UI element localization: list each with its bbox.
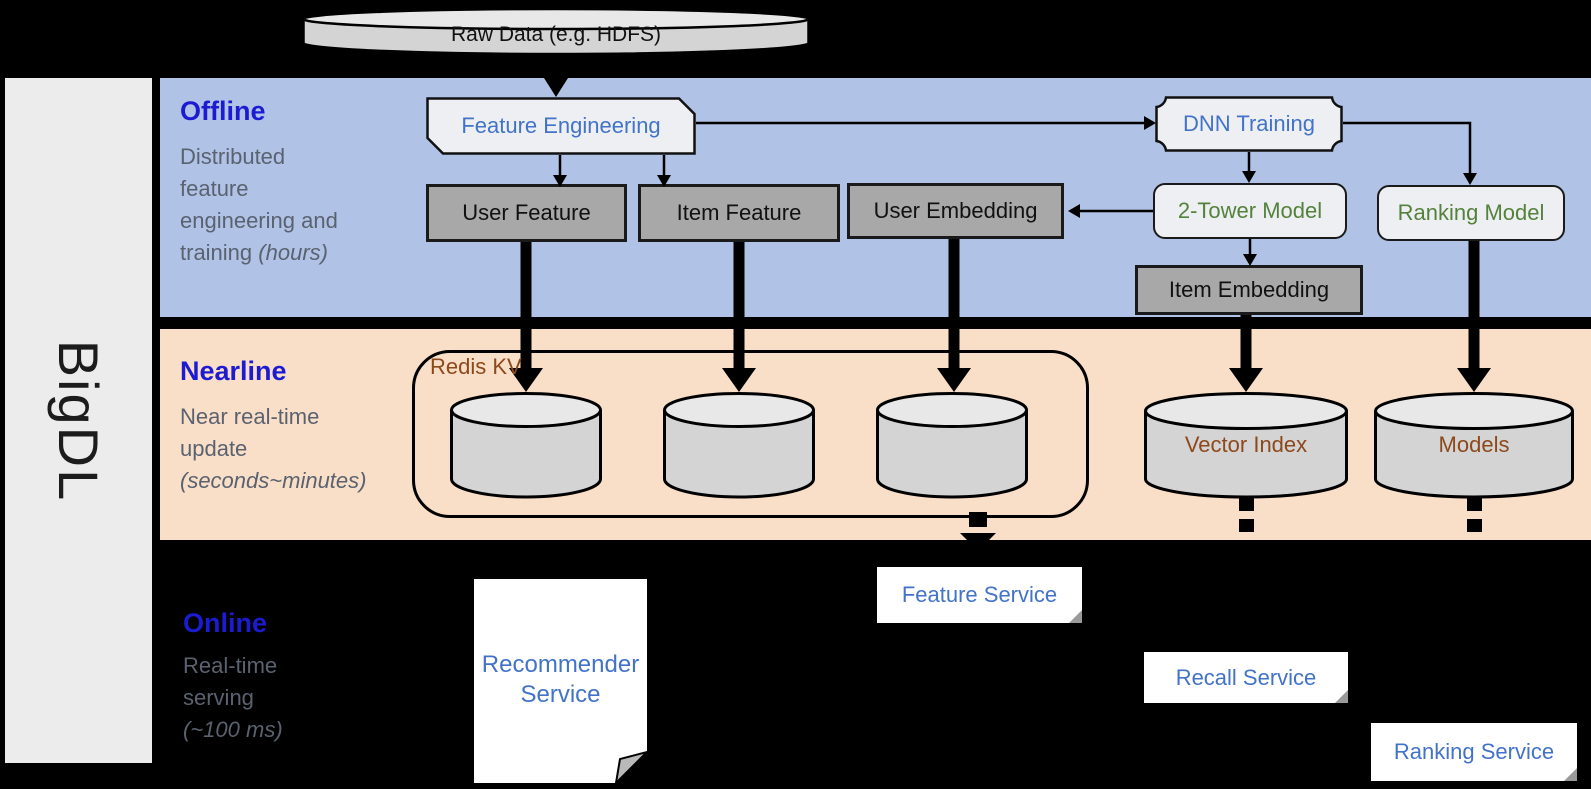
bigdl-sidebar: BigDL <box>5 78 152 763</box>
online-description-text: Real-time serving <box>183 653 278 710</box>
offline-description-text: Distributed feature engineering and trai… <box>180 144 338 265</box>
offline-description: Distributed feature engineering and trai… <box>180 141 358 269</box>
feature-service-label: Feature Service <box>901 582 1058 607</box>
user-embedding-node: User Embedding <box>847 183 1064 239</box>
two-tower-model-label: 2-Tower Model <box>1177 198 1323 223</box>
item-embedding-label: Item Embedding <box>1168 277 1330 302</box>
page-fold-icon <box>1069 610 1082 623</box>
bigdl-brand: BigDL <box>47 339 110 502</box>
raw-data-cylinder <box>302 7 810 56</box>
item-embedding-node: Item Embedding <box>1135 265 1363 315</box>
raw-data-label: Raw Data (e.g. HDFS) <box>450 23 662 46</box>
online-title: Online <box>183 608 268 638</box>
nearline-title: Nearline <box>180 356 287 386</box>
ranking-service-node: Ranking Service <box>1371 723 1577 781</box>
ranking-model-node: Ranking Model <box>1377 185 1565 241</box>
online-description-em: (~100 ms) <box>183 717 283 742</box>
user-feature-label: User Feature <box>462 200 591 225</box>
user-embedding-label: User Embedding <box>873 198 1038 223</box>
item-feature-label: Item Feature <box>676 200 802 225</box>
offline-description-em: (hours) <box>258 240 328 265</box>
nearline-band <box>160 329 1591 540</box>
nearline-description-em: (seconds~minutes) <box>180 468 367 493</box>
feature-service-node: Feature Service <box>877 567 1082 623</box>
user-feature-node: User Feature <box>426 184 627 242</box>
page-fold-icon <box>1564 768 1577 781</box>
redis-kv-container <box>412 350 1089 518</box>
two-tower-model-node: 2-Tower Model <box>1153 183 1347 239</box>
offline-title: Offline <box>180 96 266 126</box>
online-description: Real-time serving (~100 ms) <box>183 650 305 746</box>
recommender-service-document <box>474 579 651 786</box>
nearline-description-text: Near real-time update <box>180 404 320 461</box>
recommender-service-label: Recommender Service <box>481 651 640 708</box>
page-fold-icon <box>1335 690 1348 703</box>
recall-service-label: Recall Service <box>1175 664 1317 690</box>
item-feature-node: Item Feature <box>638 184 840 242</box>
nearline-description: Near real-time update (seconds~minutes) <box>180 401 378 497</box>
ranking-service-label: Ranking Service <box>1393 739 1555 764</box>
ranking-model-label: Ranking Model <box>1397 200 1545 225</box>
recall-service-node: Recall Service <box>1144 652 1348 703</box>
